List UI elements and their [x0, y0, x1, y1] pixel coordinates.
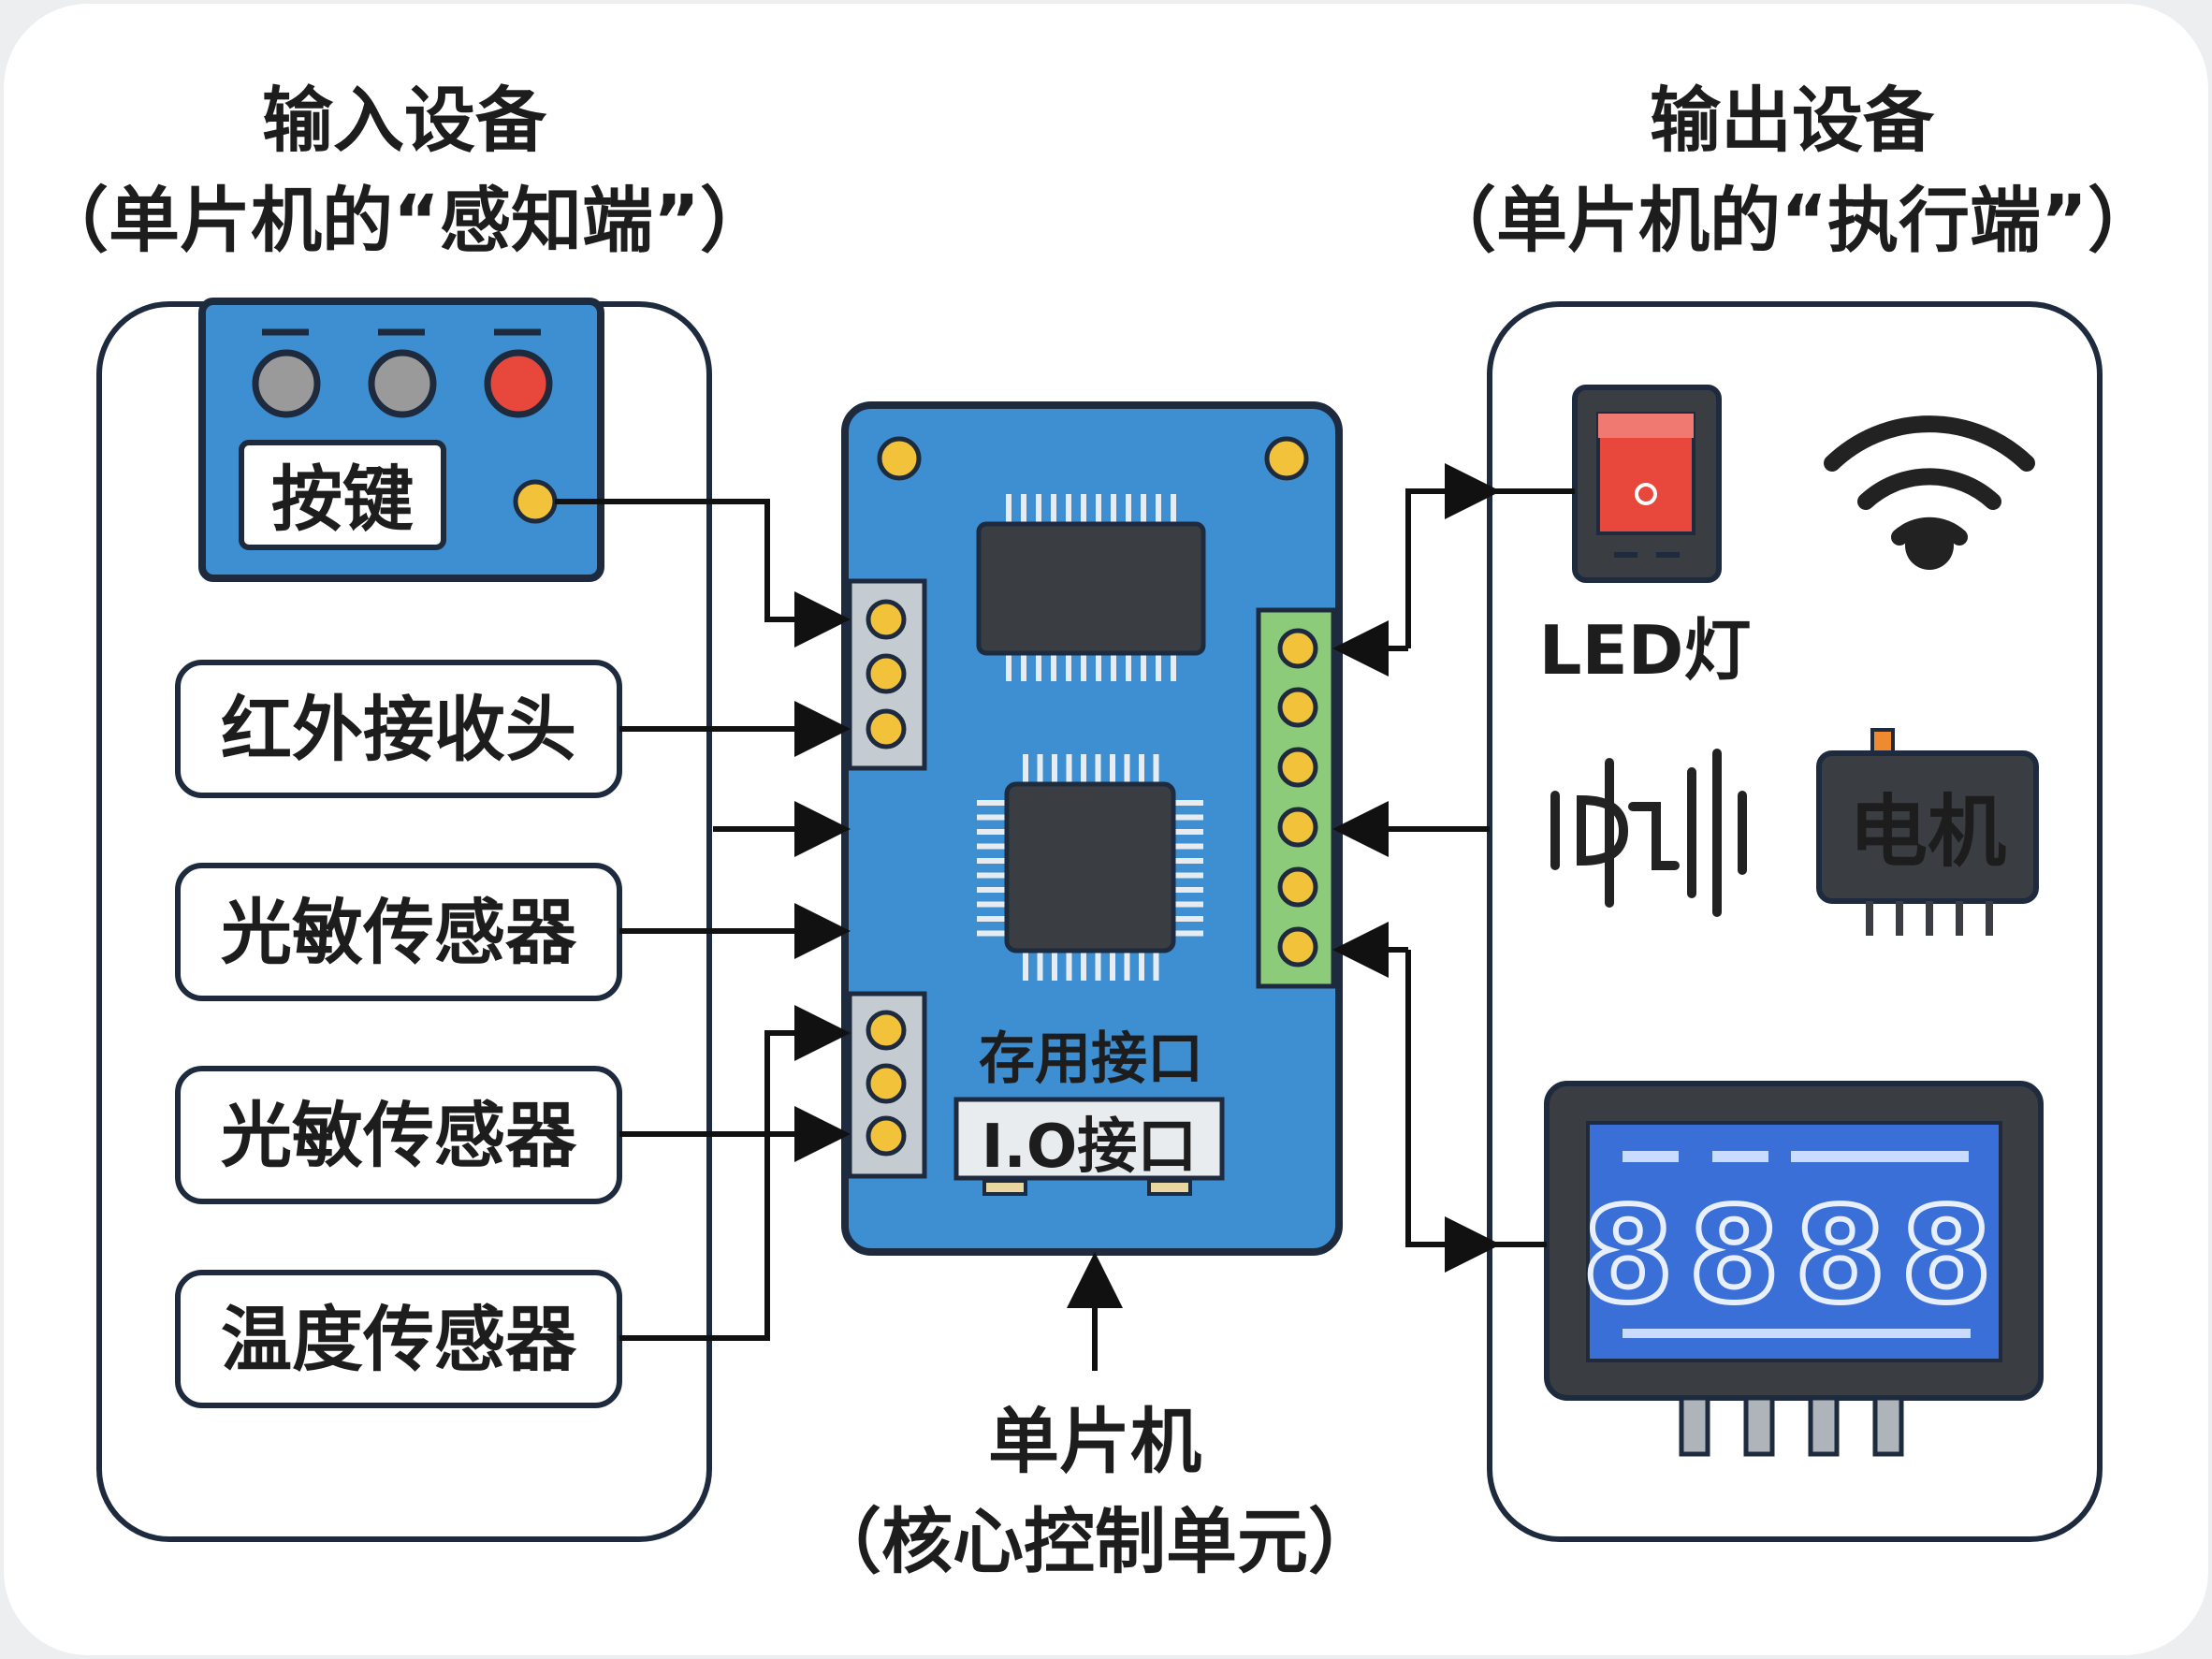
right-header — [1256, 607, 1336, 989]
header-pin — [1277, 687, 1318, 728]
header-pin — [866, 1063, 907, 1104]
sensor-list: 红外接收头 光敏传感器 光敏传感器 温度传感器 — [175, 660, 622, 1408]
soic-chip — [976, 494, 1206, 681]
port-label: 存用接口 — [979, 1026, 1203, 1092]
motor-icon — [1816, 728, 2039, 936]
grey-button-1[interactable] — [252, 349, 321, 418]
mount-hole-1 — [877, 436, 922, 481]
seven-segment-display-icon: 8888 — [1544, 1081, 2044, 1457]
output-title: 输出设备 — [1650, 79, 1935, 162]
header-pin — [1277, 807, 1318, 848]
header-pin — [1277, 747, 1318, 788]
sensor-label-4: 温度传感器 — [221, 1298, 577, 1381]
sensor-label-3: 光敏传感器 — [221, 1094, 577, 1177]
sensor-label-1: 红外接收头 — [221, 688, 576, 771]
mcu-board: 存用接口 I.O接口 — [841, 401, 1343, 1256]
io-port-label: I.O接口 — [982, 1113, 1198, 1182]
button-board-label: 按键 — [271, 458, 414, 541]
grey-button-2[interactable] — [368, 349, 437, 418]
mcu-label: 单片机 — [988, 1400, 1201, 1483]
header-pin — [1277, 866, 1318, 908]
connector-lines — [555, 463, 1575, 1371]
sensor-label-2: 光敏传感器 — [221, 891, 577, 974]
led-label: LED灯 — [1539, 611, 1752, 690]
speaker-wave-icon — [1550, 749, 1747, 917]
watermark: 豆包AI生成 — [1920, 1555, 2142, 1606]
input-title: 输入设备 — [262, 79, 547, 162]
header-pin — [866, 1115, 907, 1157]
red-button[interactable] — [484, 349, 553, 418]
wifi-icon — [1824, 415, 2035, 570]
wire-temp-sensor — [619, 1005, 851, 1341]
header-pin — [866, 708, 907, 749]
header-pin — [866, 653, 907, 694]
header-pin — [866, 599, 907, 640]
wire-display — [1405, 950, 1501, 1273]
button-board: 按键 — [198, 298, 604, 582]
header-pin — [866, 1010, 907, 1051]
io-port-box — [953, 1097, 1225, 1181]
output-subtitle: （单片机的“执行端”） — [1425, 179, 2159, 262]
button-board-pin — [513, 479, 558, 524]
mount-hole-2 — [1264, 436, 1309, 481]
display-digits: 8888 — [1582, 1180, 2007, 1332]
qfp-chip — [977, 754, 1203, 981]
input-subtitle: （单片机的“感知端”） — [37, 179, 771, 262]
header-pin — [1277, 926, 1318, 968]
mcu-sublabel: （核心控制单元） — [810, 1500, 1379, 1583]
wire-button-board — [555, 499, 851, 648]
motor-label: 电机 — [1849, 786, 2006, 878]
header-pin — [1277, 628, 1318, 669]
rocker-switch-icon — [1572, 385, 1722, 583]
wire-led — [1405, 463, 1501, 648]
